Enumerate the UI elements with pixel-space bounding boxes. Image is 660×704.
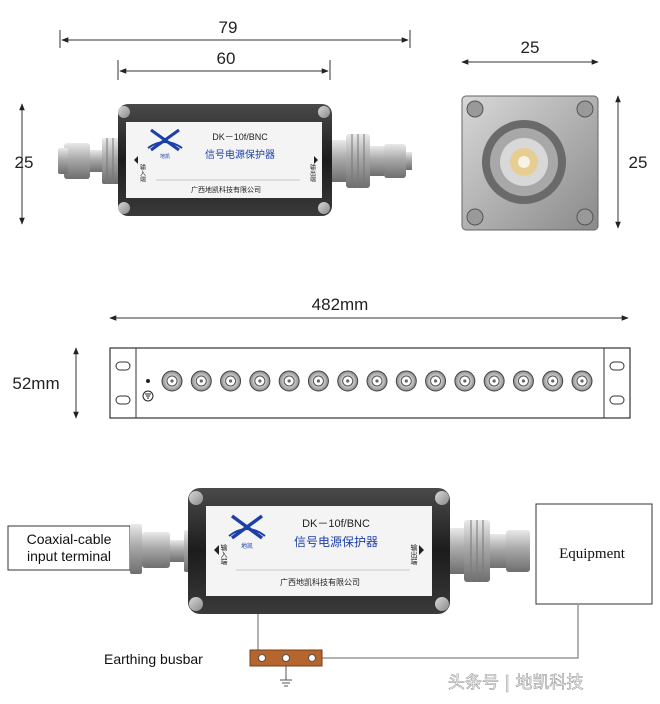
screw-icon xyxy=(576,100,594,118)
bnc-port-icon xyxy=(542,370,564,392)
dimension-overall-length: 79 xyxy=(59,18,411,48)
screw-icon xyxy=(466,100,484,118)
ground-symbol-icon xyxy=(280,679,292,687)
mount-slot xyxy=(609,361,625,371)
earthing-busbar xyxy=(249,649,323,687)
brand-logo-icon xyxy=(228,514,266,540)
output-port-label: 输出端 xyxy=(309,163,316,183)
model-label: DK－10f/BNC xyxy=(302,518,370,530)
end-height-label: 25 xyxy=(629,153,648,172)
bnc-port-icon xyxy=(278,370,300,392)
equipment-label: Equipment xyxy=(559,546,626,562)
bnc-port-icon xyxy=(307,370,329,392)
bnc-port-icon xyxy=(161,370,183,392)
product-label xyxy=(206,506,432,596)
overall-length-label: 79 xyxy=(219,18,238,37)
end-view: 25 25 xyxy=(461,38,648,231)
rack-view: 482mm 52mm xyxy=(12,295,631,419)
screw-icon xyxy=(118,202,130,214)
dimension-body-length: 60 xyxy=(117,49,331,80)
bnc-port-icon xyxy=(454,370,476,392)
end-width-label: 25 xyxy=(521,38,540,57)
dimension-rack-width: 482mm xyxy=(109,295,629,321)
screw-icon xyxy=(576,208,594,226)
screw-icon xyxy=(435,597,449,611)
bnc-port-icon xyxy=(366,370,388,392)
input-port-label: 输入端 xyxy=(220,543,228,566)
mount-slot xyxy=(115,395,131,405)
indicator-dot xyxy=(146,379,150,383)
output-port-label: 输出端 xyxy=(410,543,418,566)
rack-height-label: 52mm xyxy=(12,374,59,393)
input-port-label: 输入端 xyxy=(139,163,146,183)
equipment-box: Equipment xyxy=(535,503,653,605)
ground-icon xyxy=(142,390,154,402)
equipment-ground-wire xyxy=(320,604,579,659)
terminal-screw-icon xyxy=(308,654,316,662)
screw-icon xyxy=(435,491,449,505)
dimension-height: 25 xyxy=(15,103,34,225)
bnc-port-icon xyxy=(249,370,271,392)
bnc-input-connector xyxy=(58,138,122,184)
brand-logo-icon xyxy=(147,128,183,152)
arrow-icon xyxy=(419,545,424,555)
manufacturer-label: 广西地凯科技有限公司 xyxy=(280,577,360,587)
bnc-port-icon xyxy=(395,370,417,392)
bnc-port-icon xyxy=(190,370,212,392)
bnc-port-icon xyxy=(512,370,534,392)
terminal-screw-icon xyxy=(282,654,290,662)
manufacturer-label: 广西地凯科技有限公司 xyxy=(191,185,261,194)
top-view: 79 60 25 xyxy=(15,18,412,225)
protector-body: 地凯 DK－10f/BNC 信号电源保护器 广西地凯科技有限公司 输入端 输出端 xyxy=(118,104,332,216)
arrow-icon xyxy=(314,156,318,164)
body-length-label: 60 xyxy=(217,49,236,68)
brand-label: 地凯 xyxy=(160,153,170,160)
screw-icon xyxy=(318,202,330,214)
product-name-label: 信号电源保护器 xyxy=(294,535,378,549)
height-label: 25 xyxy=(15,153,34,172)
watermark: 头条号 | 地凯科技 xyxy=(448,673,584,693)
dimension-rack-height: 52mm xyxy=(12,347,79,419)
bnc-port-icon xyxy=(571,370,593,392)
protector-body: 地凯 DK－10f/BNC 信号电源保护器 广西地凯科技有限公司 输入端 输出端 xyxy=(188,488,450,614)
screw-icon xyxy=(318,106,330,118)
bnc-output-connector xyxy=(450,520,530,582)
screw-icon xyxy=(189,491,203,505)
screw-icon xyxy=(118,106,130,118)
product-name-label: 信号电源保护器 xyxy=(205,148,275,161)
bnc-output-connector xyxy=(332,134,412,188)
brand-label: 地凯 xyxy=(241,542,253,550)
rack-width-label: 482mm xyxy=(312,295,369,314)
screw-icon xyxy=(189,597,203,611)
dimension-end-height: 25 xyxy=(615,95,648,229)
terminal-screw-icon xyxy=(258,654,266,662)
mount-slot xyxy=(609,395,625,405)
bnc-port-icon xyxy=(337,370,359,392)
screw-icon xyxy=(466,208,484,226)
arrow-icon xyxy=(214,545,219,555)
rack-port-row xyxy=(161,370,593,392)
arrow-icon xyxy=(134,156,138,164)
mount-slot xyxy=(115,361,131,371)
dimension-end-width: 25 xyxy=(461,38,599,65)
bnc-port-icon xyxy=(425,370,447,392)
model-label: DK－10f/BNC xyxy=(212,132,268,142)
bnc-port-icon xyxy=(483,370,505,392)
earthing-busbar-label: Earthing busbar xyxy=(104,651,203,667)
bnc-port-icon xyxy=(220,370,242,392)
